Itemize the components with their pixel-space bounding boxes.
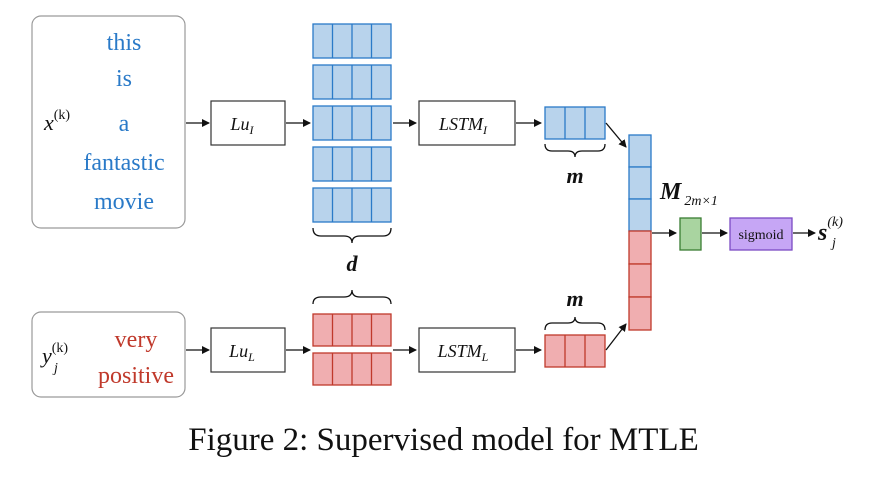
arrow-hidden-input-to-concat xyxy=(605,122,627,148)
label-variable: y(k)j xyxy=(40,341,68,376)
embedding-vector-1 xyxy=(312,23,392,59)
lstm-label-output-vector xyxy=(544,334,606,368)
input-word-2: is xyxy=(116,66,132,92)
brace-hidden-input xyxy=(544,143,606,158)
input-word-5: movie xyxy=(94,189,154,215)
input-sentence-box xyxy=(31,15,186,229)
lstm-label-label: LSTML xyxy=(437,341,489,364)
sigmoid-box xyxy=(729,217,793,251)
input-embedding-vectors xyxy=(312,23,392,223)
lu-input-label: LuI xyxy=(229,114,254,137)
concatenated-vector-blue xyxy=(628,134,652,232)
dim-d-label: d xyxy=(347,251,359,276)
input-word-1: this xyxy=(107,30,142,56)
brace-hidden-label xyxy=(544,316,606,331)
lstm-input-output-vector xyxy=(544,106,606,140)
lu-input-box xyxy=(210,100,286,146)
embedding-vector-3 xyxy=(312,105,392,141)
label-embedding-vector-1 xyxy=(312,313,392,347)
input-word-4: fantastic xyxy=(83,150,164,176)
arrow-hidden-label-to-concat xyxy=(605,323,627,351)
embedding-vector-5 xyxy=(312,187,392,223)
sigmoid-label: sigmoid xyxy=(738,228,783,243)
input-variable: x(k) xyxy=(43,108,70,135)
label-word-2: positive xyxy=(98,363,174,389)
figure-caption: Figure 2: Supervised model for MTLE xyxy=(188,422,699,458)
input-word-3: a xyxy=(119,111,130,137)
lu-label-label: LuL xyxy=(228,341,255,364)
brace-label-embeddings xyxy=(312,289,392,305)
label-embedding-vectors xyxy=(312,313,392,386)
label-embedding-vector-2 xyxy=(312,352,392,386)
lu-label-box xyxy=(210,327,286,373)
label-box xyxy=(31,311,186,398)
concatenated-vector-red xyxy=(628,230,652,331)
dense-layer-box xyxy=(679,217,702,251)
embedding-vector-4 xyxy=(312,146,392,182)
dim-m-top-label: m xyxy=(566,163,583,188)
lstm-input-label: LSTMI xyxy=(438,114,488,137)
dim-m-bottom-label: m xyxy=(566,286,583,311)
brace-input-embeddings xyxy=(312,227,392,244)
output-score: s(k)j xyxy=(817,215,843,251)
lstm-label-box xyxy=(418,327,516,373)
lstm-input-box xyxy=(418,100,516,146)
label-word-1: very xyxy=(115,327,158,353)
embedding-vector-2 xyxy=(312,64,392,100)
